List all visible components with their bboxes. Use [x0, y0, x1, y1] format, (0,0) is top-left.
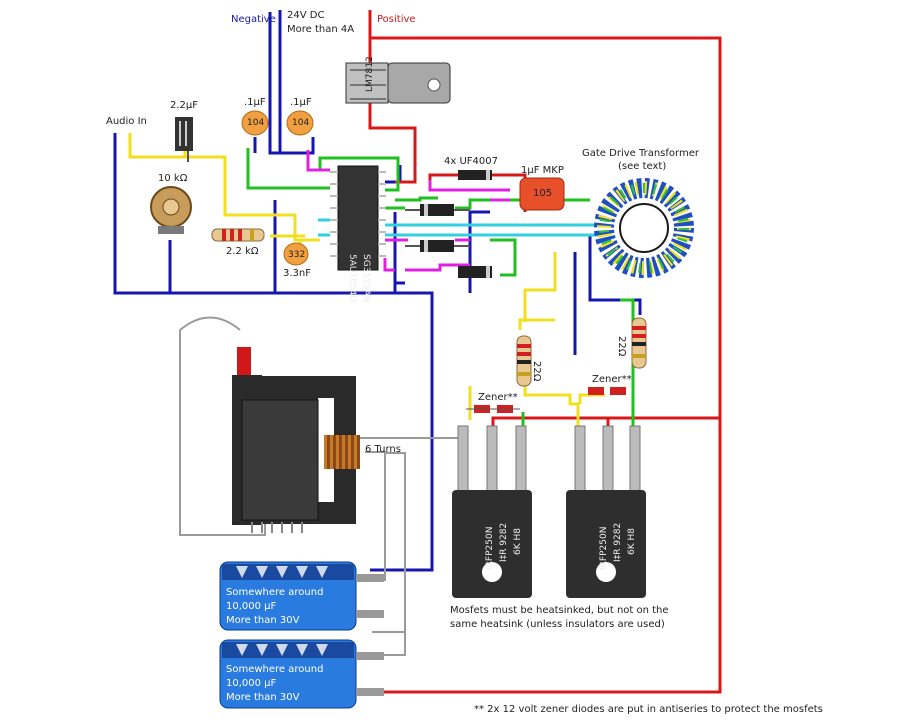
wire-cyan [318, 218, 600, 237]
zener-pair-a [466, 405, 520, 413]
label-transformer-note: (see text) [618, 161, 667, 172]
label-mosfet-b-line2: I‡R 9282 [613, 522, 623, 562]
label-bulk-cap-a-3: More than 30V [226, 615, 300, 626]
label-heatsink-note-1: Mosfets must be heatsinked, but not on t… [450, 605, 669, 616]
label-mosfet-a-line1: IRFP250N [485, 526, 495, 570]
label-cap-3-3nf: 3.3nF [283, 268, 311, 279]
label-cap-1uf-b: .1µF [290, 97, 312, 108]
label-diodes: 4x UF4007 [444, 156, 498, 167]
label-heatsink-note-2: same heatsink (unless insulators are use… [450, 619, 665, 630]
label-mosfet-b-line1: IRFP250N [599, 526, 609, 570]
wire-magenta [306, 150, 510, 272]
ic-sg3525 [330, 165, 386, 271]
label-cap-2-2uf: 2.2µF [170, 100, 199, 111]
cap-104-a [241, 110, 269, 136]
label-zener-a: Zener** [478, 392, 518, 403]
label-cap-1uf-a: .1µF [244, 97, 266, 108]
label-mosfet-b-line3: 6K H8 [627, 528, 637, 555]
label-transformer-title: Gate Drive Transformer [582, 148, 699, 159]
gate-drive-transformer [594, 178, 694, 278]
label-negative: Negative [231, 14, 276, 25]
label-supply-current: More than 4A [287, 24, 355, 35]
label-bulk-cap-a-2: 10,000 µF [226, 601, 277, 612]
label-mkp: 1µF MKP [521, 165, 564, 176]
label-zener-b: Zener** [592, 374, 632, 385]
mosfet-b [566, 425, 646, 598]
label-footnote: ** 2x 12 volt zener diodes are put in an… [474, 704, 823, 715]
cap-104-b [286, 110, 314, 136]
cap-332 [283, 242, 309, 266]
diode-4 [458, 266, 492, 278]
label-cap-code-104-b: 104 [292, 118, 310, 128]
label-regulator: LM7812 [365, 56, 375, 92]
diode-3 [405, 240, 470, 252]
label-cap-code-332: 332 [288, 250, 306, 260]
label-cap-code-104-a: 104 [247, 118, 265, 128]
label-bulk-cap-b-1: Somewhere around [226, 664, 324, 675]
label-res-2-2k: 2.2 kΩ [226, 246, 259, 257]
label-mkp-code: 105 [533, 188, 553, 199]
cap-mkp-105 [519, 177, 565, 211]
bulk-capacitor-a [219, 561, 384, 631]
label-bulk-cap-b-3: More than 30V [226, 692, 300, 703]
resistor-22-b [631, 317, 647, 369]
label-ic-line1: SG3525AN [361, 254, 371, 303]
label-supply-voltage: 24V DC [287, 10, 325, 21]
label-turns: 6 Turns [365, 444, 401, 455]
label-bulk-cap-b-2: 10,000 µF [226, 678, 277, 689]
voltage-regulator-lm7812 [345, 62, 451, 104]
label-pot-10k: 10 kΩ [158, 173, 188, 184]
label-mosfet-a-line3: 6K H8 [513, 528, 523, 555]
label-positive: Positive [377, 14, 416, 25]
zener-pair-b [588, 387, 626, 395]
mosfet-a [452, 425, 532, 598]
cap-2-2uf [175, 117, 193, 162]
label-res-22-b: 22Ω [616, 336, 627, 357]
label-bulk-cap-a-1: Somewhere around [226, 587, 324, 598]
potentiometer-10k [150, 186, 192, 234]
wire-positive-rail [368, 10, 722, 694]
resistor-22-a [516, 335, 532, 387]
label-audio-in: Audio In [106, 116, 147, 127]
label-mosfet-a-line2: I‡R 9282 [499, 522, 509, 562]
label-res-22-a: 22Ω [531, 361, 542, 382]
resistor-2-2k [211, 228, 265, 242]
flyback-transformer [232, 347, 360, 533]
diode-1 [458, 170, 492, 180]
diode-2 [405, 204, 470, 216]
bulk-capacitor-b [219, 639, 384, 709]
label-ic-line2: 5AU1054D [347, 254, 357, 303]
